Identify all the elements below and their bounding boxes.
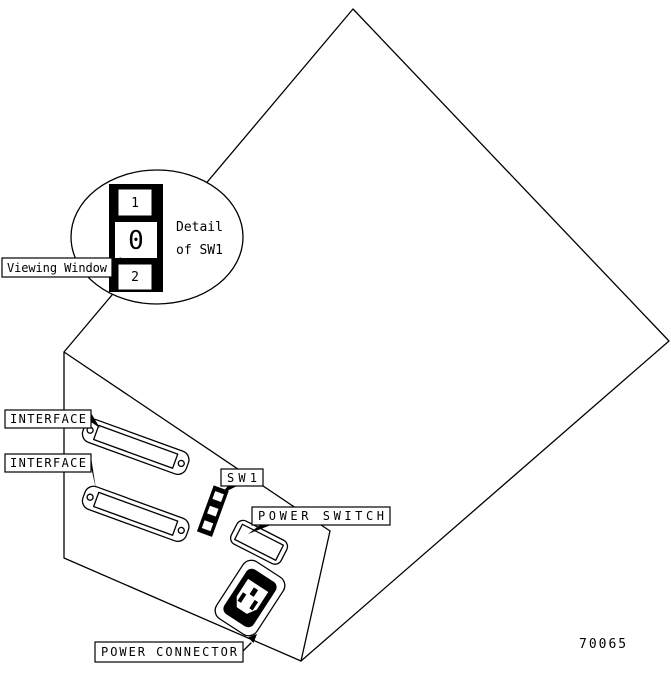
connector-pin-field	[93, 424, 179, 469]
sw1-pointer	[221, 486, 237, 494]
rear-panel-top-edge	[63, 351, 331, 532]
power-connector-pin-right	[249, 599, 259, 611]
power-connector-pin-top	[249, 587, 259, 597]
power-connector-pin-left	[237, 592, 247, 603]
figure-number: 70065	[579, 637, 628, 652]
detail-up-button-label: 1	[131, 196, 139, 211]
label-power-switch: POWER SWITCH	[248, 506, 391, 534]
sw1-up-button	[211, 490, 225, 504]
rear-panel-right-edge	[300, 530, 331, 662]
connector-shell	[81, 485, 190, 543]
device-box	[63, 8, 670, 662]
viewing-window-pointer	[112, 257, 121, 271]
sw1-switch	[196, 485, 229, 537]
label-viewing-window: Viewing Window	[1, 257, 121, 278]
interface-top-pointer	[91, 413, 100, 428]
connector-pin-field	[93, 491, 179, 536]
power-switch-label-box	[251, 506, 391, 526]
power-connector-arrowhead	[248, 634, 257, 643]
interface-bottom-label-box	[4, 453, 92, 473]
label-interface-bottom: INTERFACE	[4, 453, 96, 489]
detail-down-button-label: 2	[131, 270, 139, 285]
sw1-down-button	[200, 519, 215, 533]
viewing-window-label-box	[1, 257, 113, 278]
connector-screw-right	[177, 459, 185, 468]
power-switch	[229, 519, 289, 565]
power-connector-label: POWER CONNECTOR	[101, 645, 238, 659]
label-power-connector: POWER CONNECTOR	[94, 634, 257, 663]
label-sw1: SW1	[220, 468, 264, 494]
detail-balloon: 1 0 2 Detail of SW1	[70, 169, 244, 305]
detail-up-button	[117, 188, 153, 217]
detail-window-digit: 0	[128, 226, 144, 256]
sw1-window	[206, 504, 220, 518]
detail-viewing-window	[113, 220, 159, 260]
detail-callout-line1: Detail	[176, 220, 223, 235]
power-connector-socket	[236, 578, 269, 614]
interface-connector-bottom	[81, 485, 190, 543]
power-connector	[214, 559, 286, 637]
interface-top-label-box	[4, 409, 92, 429]
power-switch-pointer	[248, 525, 271, 534]
sw1-label: SW1	[227, 471, 257, 485]
sw1-label-box	[220, 468, 264, 487]
connector-screw-left	[86, 493, 94, 501]
power-switch-rocker	[234, 523, 285, 561]
power-switch-bezel	[229, 519, 289, 565]
detail-down-button	[117, 263, 153, 291]
viewing-window-label: Viewing Window	[7, 261, 108, 275]
detail-callout-line2: of SW1	[176, 243, 223, 258]
power-connector-label-box	[94, 641, 244, 663]
device-silhouette	[63, 8, 670, 662]
label-interface-top: INTERFACE	[4, 409, 100, 429]
connector-screw-right	[177, 526, 185, 535]
interface-bottom-pointer	[91, 457, 96, 489]
interface-top-label: INTERFACE	[10, 412, 86, 426]
interface-bottom-label: INTERFACE	[10, 456, 86, 470]
power-connector-leader	[242, 642, 252, 652]
